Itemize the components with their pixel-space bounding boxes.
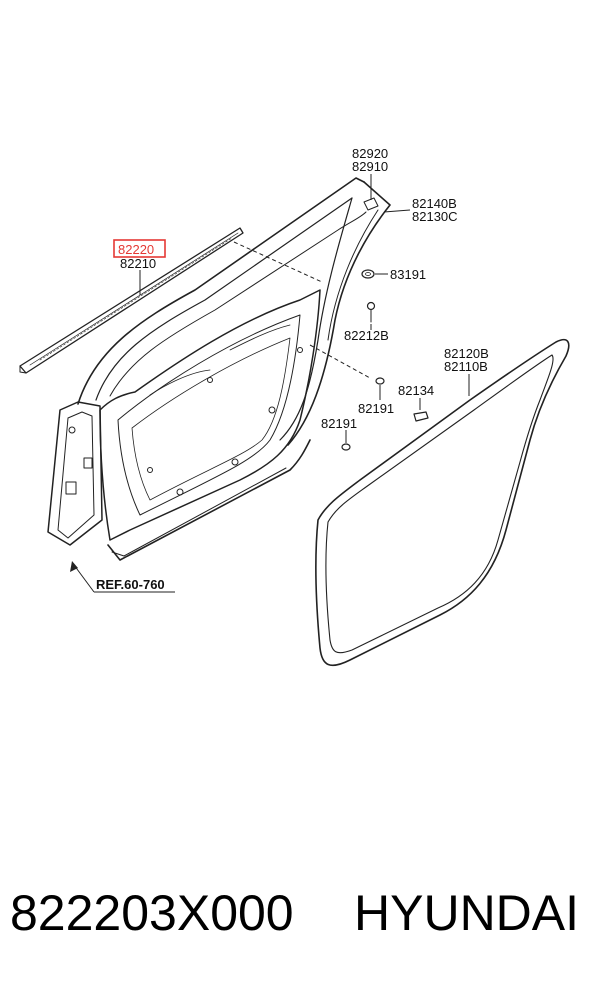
- label-82191-lower: 82191: [321, 416, 357, 431]
- label-82220: 82220: [118, 242, 154, 257]
- label-ref-60-760: REF.60-760: [96, 577, 165, 592]
- label-82910: 82910: [352, 159, 388, 174]
- label-82140b: 82140B: [412, 196, 457, 211]
- label-82134: 82134: [398, 383, 434, 398]
- label-82120b: 82120B: [444, 346, 489, 361]
- label-83191: 83191: [390, 267, 426, 282]
- footer-part-number: 822203X000: [10, 885, 294, 941]
- hinge-pillar: [47, 401, 103, 546]
- highlight-box: [113, 239, 166, 258]
- fasteners: [341, 197, 429, 451]
- label-82191-upper: 82191: [358, 401, 394, 416]
- label-82210: 82210: [120, 256, 156, 271]
- label-82920: 82920: [352, 146, 388, 161]
- footer-brand: HYUNDAI: [354, 885, 580, 941]
- belt-weatherstrip: [19, 227, 244, 374]
- leader-lines: [70, 174, 470, 593]
- door-frame: [77, 177, 391, 561]
- label-82212b: 82212B: [344, 328, 389, 343]
- label-82130c: 82130C: [412, 209, 458, 224]
- door-weatherstrip: [315, 338, 570, 667]
- label-82110b: 82110B: [444, 359, 488, 374]
